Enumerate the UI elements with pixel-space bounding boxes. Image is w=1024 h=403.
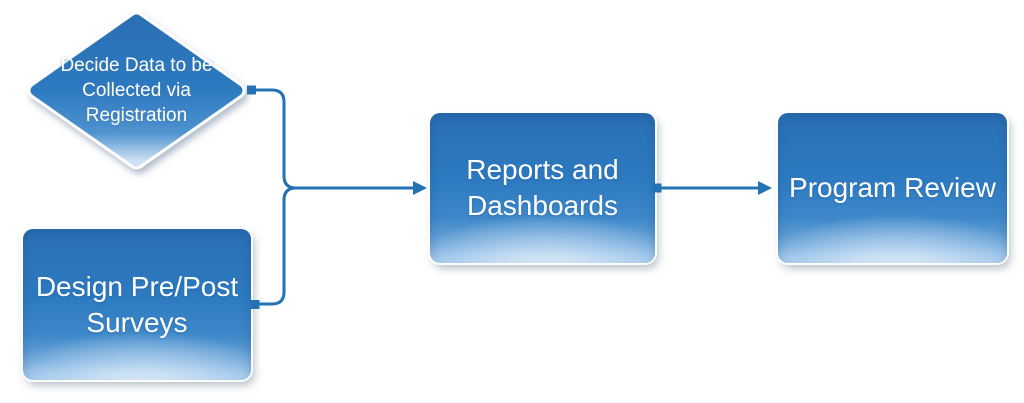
connector-surveys-to-reports (256, 186, 297, 306)
node-label-decide-data: Decide Data to be Collected via Registra… (60, 55, 213, 126)
node-reports-and-dashboards: Reports and Dashboards (430, 113, 655, 263)
arrowhead-icon-into-reports (413, 181, 427, 195)
node-label-design-surveys: Design Pre/Post Surveys (35, 270, 239, 338)
connector-anchor-decide (247, 85, 256, 95)
node-label-program-review: Program Review (789, 172, 996, 203)
node-program-review: Program Review (778, 113, 1007, 263)
connector-decide-to-reports (247, 88, 414, 190)
arrowhead-icon-into-program (758, 181, 772, 195)
node-label-reports-dashboards: Reports and Dashboards (466, 154, 619, 221)
connector-anchor-surveys (250, 300, 260, 309)
node-design-pre-post-surveys: Design Pre/Post Surveys (23, 229, 251, 380)
